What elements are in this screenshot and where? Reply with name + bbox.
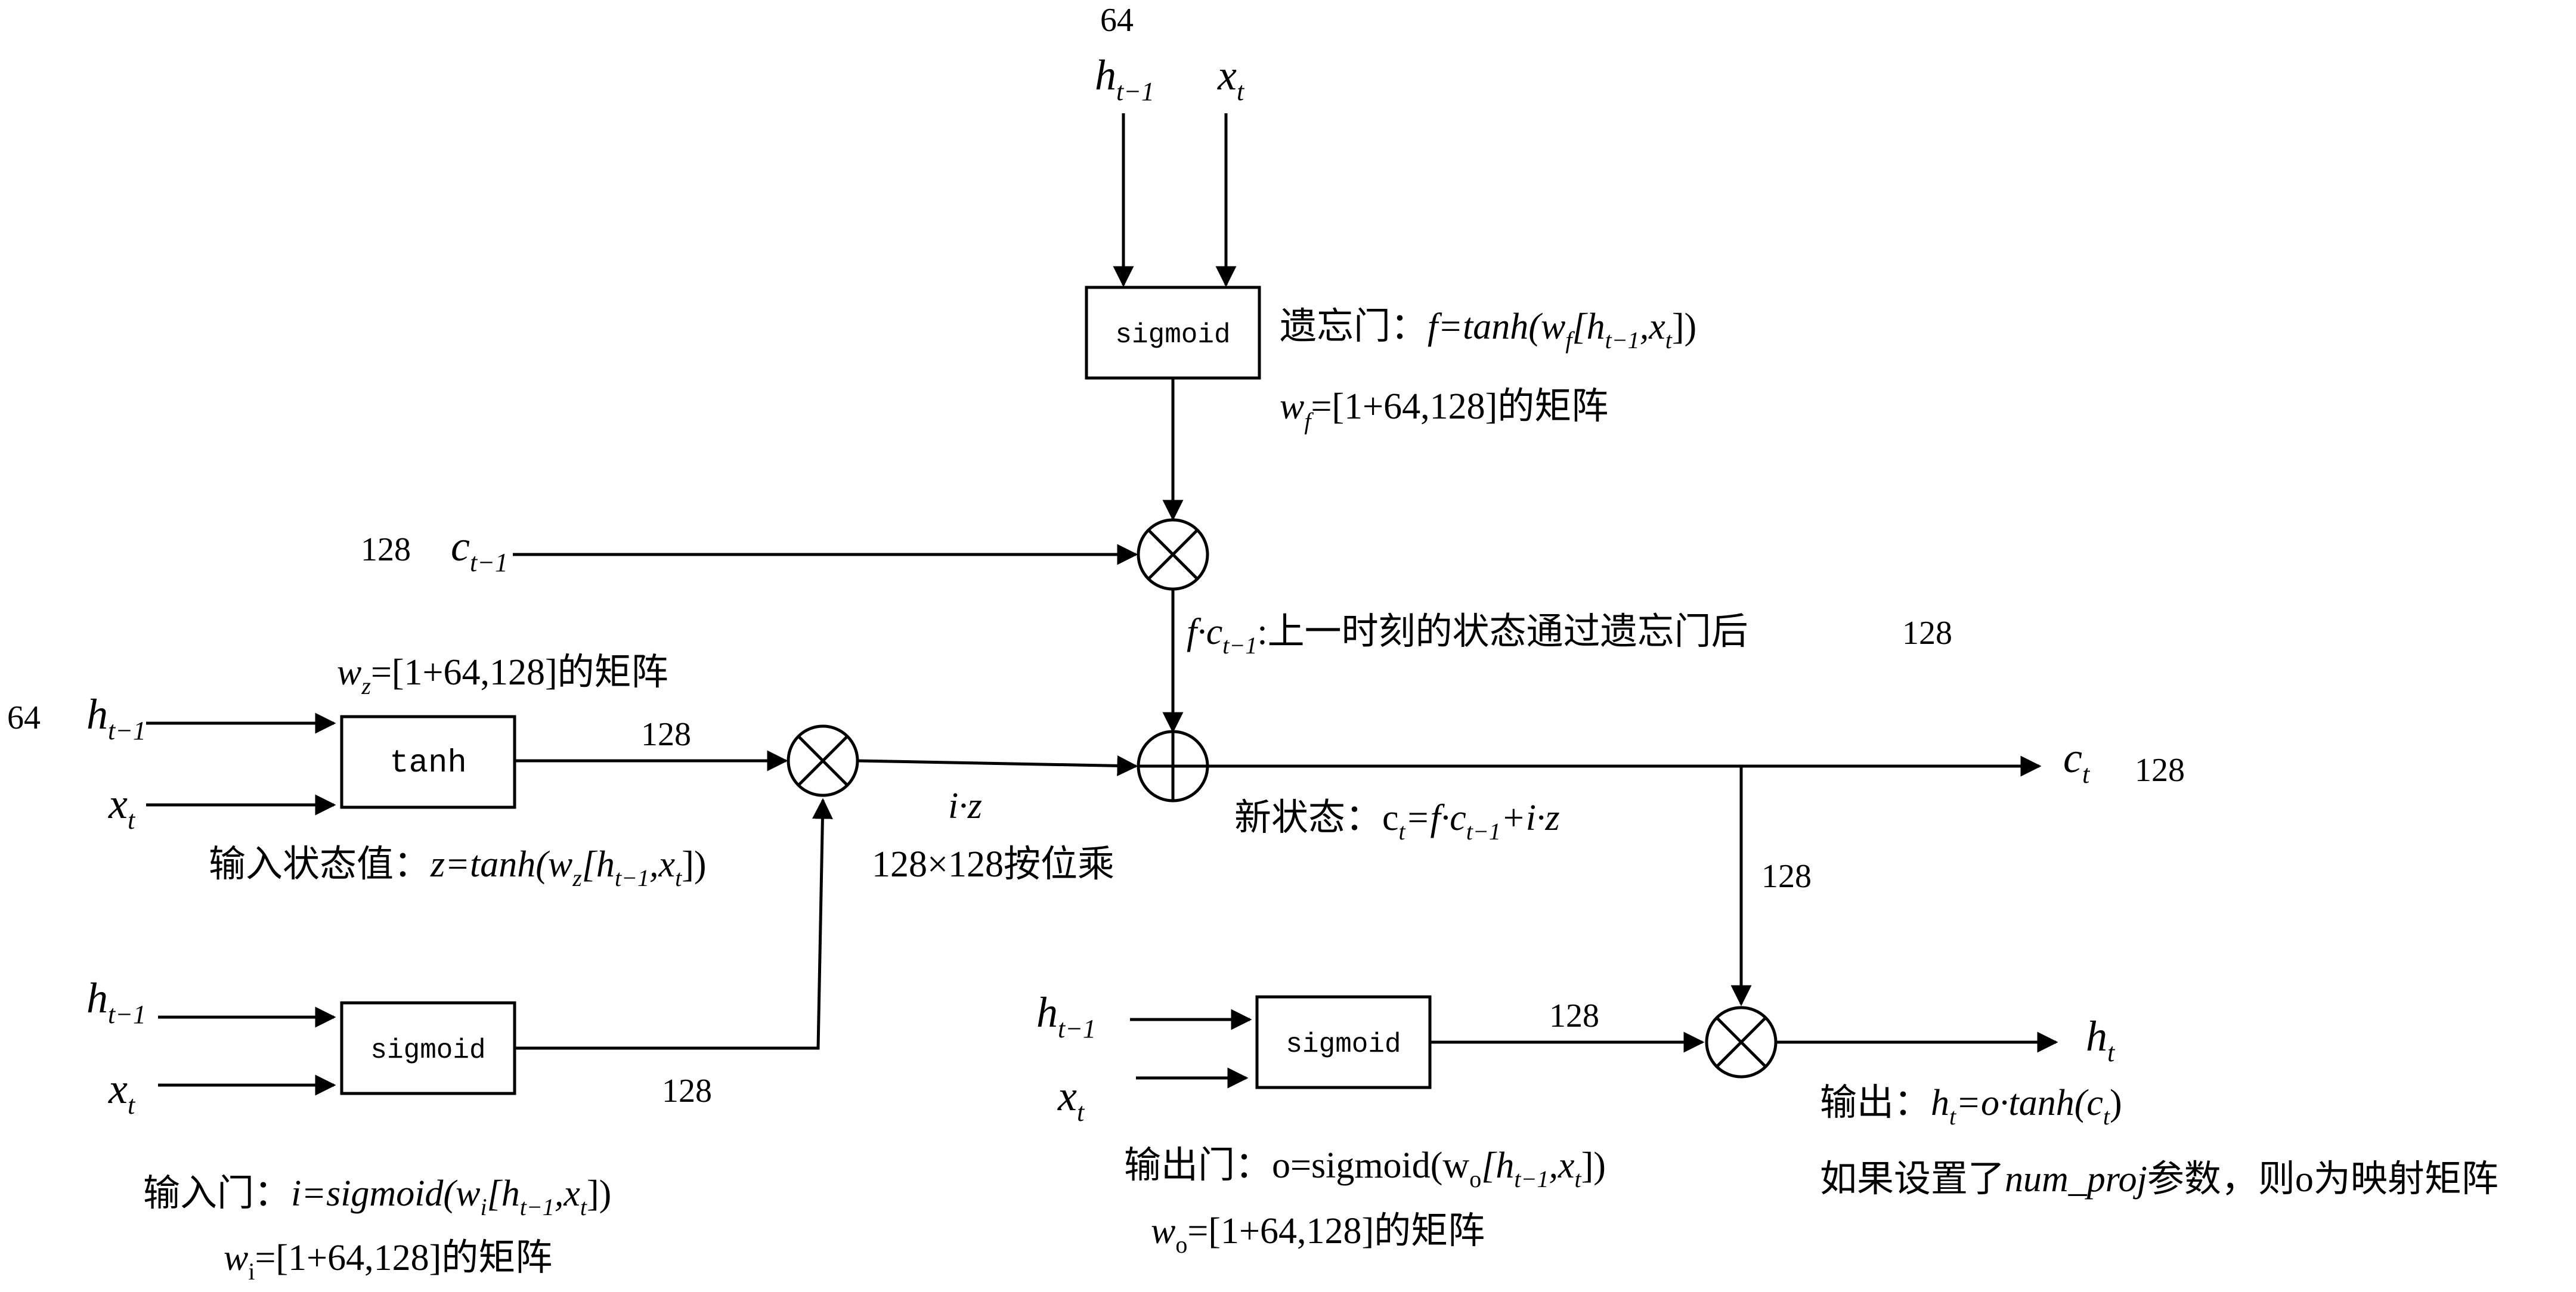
iz-desc: 128×128按位乘: [872, 844, 1114, 885]
input-state-dim-left: 64: [7, 699, 41, 736]
new-state-out-dim: 128: [2135, 752, 2185, 789]
input-state-equation: 输入状态值：z=tanh(wz[ht−1,xt]): [209, 844, 707, 891]
cell-in-label: ct−1: [451, 522, 508, 577]
tanh-out-dim: 128: [641, 716, 691, 753]
input-gate-out-dim: 128: [662, 1073, 712, 1110]
output-h-label: ht: [2086, 1012, 2116, 1067]
input-gate-equation: 输入门：i=sigmoid(wi[ht−1,xt]): [143, 1173, 611, 1220]
forget-gate-label: sigmoid: [1115, 320, 1230, 351]
output-gate-x-label: xt: [1057, 1072, 1085, 1127]
top-dim-label: 64: [1100, 2, 1134, 39]
input-gate-label: sigmoid: [370, 1035, 485, 1066]
input-multiply-op: [787, 724, 859, 797]
output-note: 如果设置了num_proj参数，则o为映射矩阵: [1820, 1159, 2498, 1200]
input-gate-weight: wi=[1+64,128]的矩阵: [224, 1238, 552, 1285]
top-h-label: ht−1: [1095, 51, 1154, 106]
output-gate-box: [1255, 995, 1432, 1089]
output-multiply-op: [1705, 1006, 1778, 1079]
fc-label: f·ct−1:上一时刻的状态通过遗忘门后: [1187, 612, 1748, 659]
add-op: [1137, 730, 1209, 803]
output-gate-weight: wo=[1+64,128]的矩阵: [1151, 1211, 1485, 1258]
input-state-weight: wz=[1+64,128]的矩阵: [337, 652, 668, 699]
output-gate-equation: 输出门：o=sigmoid(wo[ht−1,xt]): [1124, 1145, 1606, 1192]
input-gate-x-label: xt: [108, 1065, 136, 1120]
output-equation: 输出：ht=o·tanh(ct): [1820, 1083, 2122, 1130]
input-gate-box: [340, 1001, 516, 1095]
state-down-dim: 128: [1761, 858, 1812, 895]
cell-in-dim: 128: [361, 531, 411, 568]
top-x-label: xt: [1217, 51, 1245, 106]
input-state-h-label: ht−1: [86, 690, 146, 745]
new-state-out-label: ct: [2063, 734, 2091, 789]
input-state-x-label: xt: [108, 780, 136, 835]
output-gate-label: sigmoid: [1286, 1029, 1401, 1060]
output-gate-h-label: ht−1: [1036, 989, 1096, 1043]
forget-gate-weight: wf=[1+64,128]的矩阵: [1280, 386, 1608, 435]
input-gate-h-label: ht−1: [86, 974, 146, 1029]
forget-gate-box: [1085, 286, 1261, 380]
iz-to-add-arrow: [857, 755, 1138, 776]
fc-dim: 128: [1902, 615, 1952, 652]
new-state-equation: 新状态：ct=f·ct−1+i·z: [1234, 798, 1560, 845]
forget-gate-equation: 遗忘门：f=tanh(wf[ht−1,xt]): [1280, 306, 1696, 354]
tanh-box: [340, 715, 516, 809]
input-gate-out-arrow: [515, 798, 833, 1050]
output-gate-out-dim: 128: [1549, 997, 1599, 1034]
tanh-label: tanh: [389, 745, 467, 782]
iz-label: i·z: [948, 786, 982, 826]
forget-multiply-op: [1137, 518, 1209, 591]
